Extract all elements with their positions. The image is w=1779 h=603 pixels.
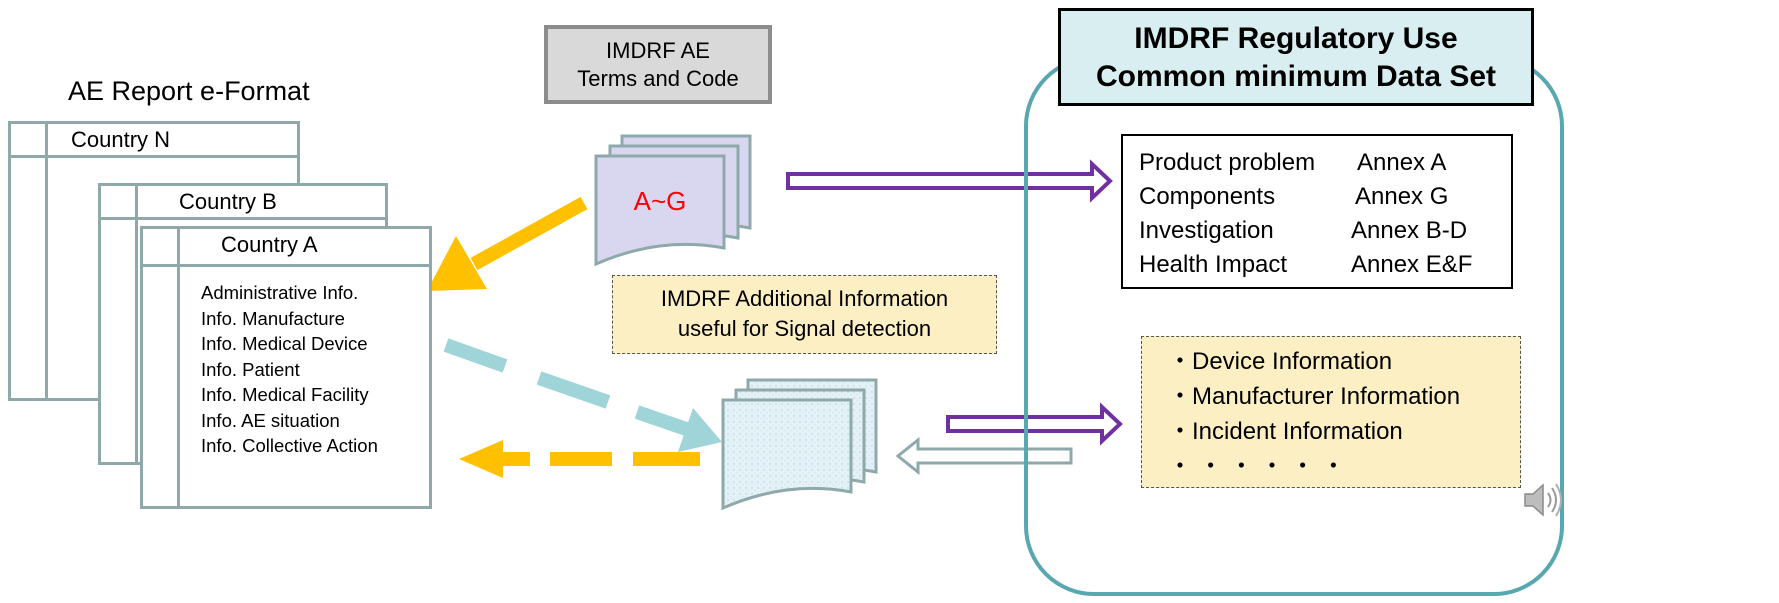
annex-row: Health Impact Annex E&F (1139, 248, 1511, 282)
field-item: Info. Manufacture (201, 307, 345, 329)
annex-box: Product problem Annex A Components Annex… (1121, 134, 1513, 289)
country-a-form: Country A Administrative Info. Info. Man… (140, 226, 432, 509)
ae-terms-code-box: IMDRF AE Terms and Code (544, 25, 772, 104)
annex-row-annex: Annex B-D (1351, 217, 1468, 244)
regulatory-title-line1: IMDRF Regulatory Use (1134, 22, 1458, 55)
orange-arrow-to-form (427, 196, 588, 291)
info-item: ・Manufacturer Information (1168, 383, 1461, 410)
annex-row: Product problem Annex A (1139, 146, 1511, 180)
ag-document-label: A~G (633, 186, 687, 216)
code-box-line1: IMDRF AE (606, 38, 710, 63)
info-item: ・ ・ ・ ・ ・ ・ (1168, 453, 1346, 480)
code-box-line2: Terms and Code (577, 66, 739, 91)
field-item: Info. Medical Device (201, 333, 368, 354)
additional-info-document-stack (721, 378, 878, 511)
country-b-title: Country B (179, 189, 277, 214)
form-section-title: AE Report e-Format (68, 76, 310, 106)
orange-dashed-arrow (459, 440, 700, 478)
annex-row-annex: Annex E&F (1351, 251, 1473, 278)
field-item: Info. Medical Facility (201, 384, 369, 405)
country-n-title: Country N (71, 127, 171, 152)
annex-row-label: Product problem (1139, 149, 1316, 176)
field-item: Info. Collective Action (201, 435, 378, 456)
teal-dashed-arrow (443, 338, 722, 452)
annex-row-annex: Annex A (1357, 149, 1447, 176)
annex-row-label: Health Impact (1139, 251, 1288, 278)
additional-info-line1: IMDRF Additional Information (660, 286, 949, 311)
additional-info-box: IMDRF Additional Information useful for … (612, 275, 997, 354)
annex-row: Investigation Annex B-D (1139, 214, 1511, 248)
annex-row-label: Investigation (1139, 217, 1274, 244)
purple-arrow-to-annex (786, 159, 1113, 203)
country-a-title: Country A (221, 232, 318, 257)
info-item: ・Incident Information (1168, 418, 1403, 445)
field-item: Info. Patient (201, 358, 300, 380)
annex-row-annex: Annex G (1355, 183, 1449, 210)
regulatory-panel-title: IMDRF Regulatory Use Common minimum Data… (1058, 8, 1534, 106)
info-item: ・Device Information (1168, 348, 1393, 375)
purple-arrow-to-info (946, 402, 1123, 446)
grey-return-arrow (895, 436, 1073, 476)
regulatory-title-line2: Common minimum Data Set (1095, 60, 1497, 93)
annex-row: Components Annex G (1139, 180, 1511, 214)
field-item: Info. AE situation (201, 409, 340, 431)
field-item: Administrative Info. (201, 282, 359, 303)
speaker-icon[interactable] (1521, 478, 1565, 522)
form-field-list: Administrative Info. Info. Manufacture I… (201, 280, 378, 459)
ag-document-stack (594, 134, 752, 267)
info-box: ・Device Information ・Manufacturer Inform… (1141, 336, 1521, 488)
additional-info-line2: useful for Signal detection (677, 316, 932, 341)
annex-row-label: Components (1139, 183, 1276, 210)
